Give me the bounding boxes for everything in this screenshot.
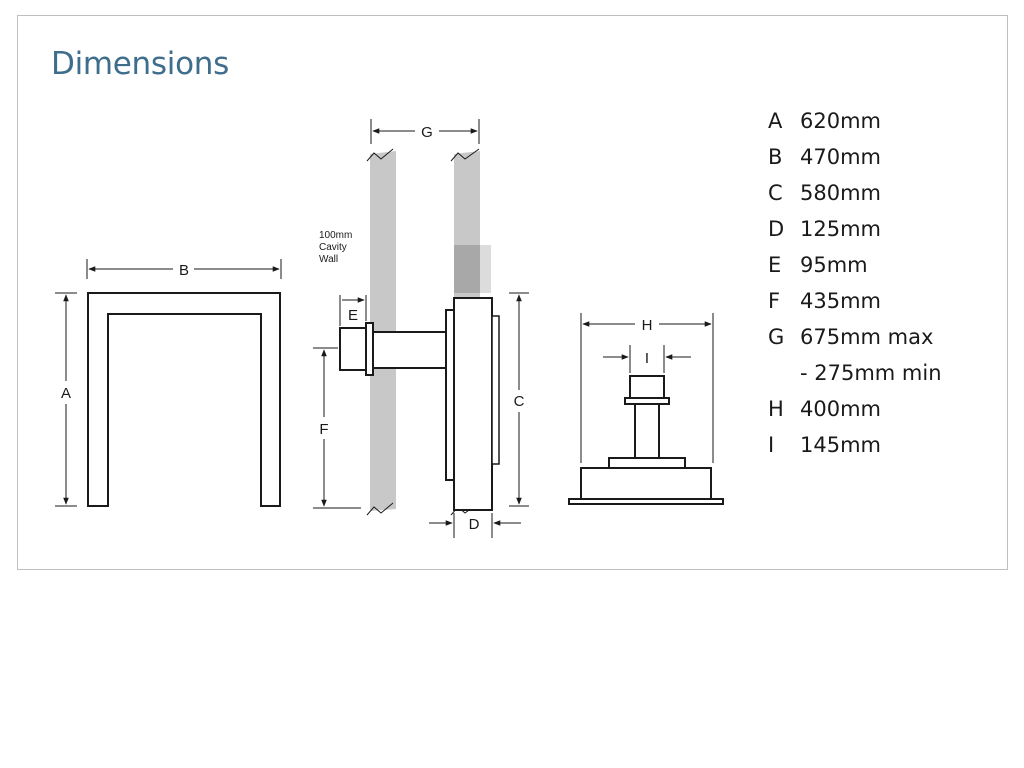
legend-key: E [768, 253, 782, 277]
top-terminal [629, 375, 665, 399]
label-c: C [514, 393, 525, 410]
legend-value: 95mm [800, 253, 868, 277]
dimension-f [313, 347, 361, 509]
legend-item: B 470mm [768, 139, 942, 175]
legend-item: H 400mm [768, 391, 942, 427]
flue-pipe [372, 331, 448, 369]
label-b: B [179, 262, 189, 279]
top-view [568, 375, 724, 505]
terminal-plate [365, 322, 374, 376]
wall-note: 100mm Cavity Wall [319, 230, 355, 265]
wall-shadow [454, 245, 480, 293]
legend-key: A [768, 109, 783, 133]
fire-casing [453, 297, 493, 511]
legend-key: B [768, 145, 783, 169]
legend-value: 400mm [800, 397, 881, 421]
dimensions-card: Dimensions B A [17, 15, 1008, 570]
dimension-e [339, 295, 367, 326]
side-fire-body [339, 297, 500, 511]
legend-key [768, 355, 800, 391]
dimension-a [55, 292, 77, 507]
dimensions-diagram: B A [55, 119, 724, 538]
wall-shadow-light [480, 245, 491, 293]
legend-value: 435mm [800, 289, 881, 313]
dimension-d [429, 513, 521, 538]
legend-value: 620mm [800, 109, 881, 133]
front-frame-outline [87, 292, 281, 507]
legend-item: E 95mm [768, 247, 942, 283]
legend-key: H [768, 397, 784, 421]
dimension-g [370, 119, 480, 144]
wall-note-line-2: Cavity [319, 242, 347, 253]
legend-item: - 275mm min [768, 355, 942, 391]
legend-value: 470mm [800, 145, 881, 169]
dimensions-legend: A 620mm B 470mm C 580mm D 125mm E 95mm F 435mm… [768, 103, 942, 463]
dimension-h [580, 313, 714, 463]
label-a: A [61, 385, 71, 402]
legend-item: A 620mm [768, 103, 942, 139]
legend-value: 675mm max [800, 325, 934, 349]
dimension-c [509, 292, 529, 507]
label-h: H [642, 317, 653, 334]
legend-value: 145mm [800, 433, 881, 457]
label-e: E [348, 307, 358, 324]
flue-terminal [339, 327, 367, 371]
dimension-i [603, 345, 691, 373]
legend-value: - 275mm min [800, 361, 942, 385]
legend-item: I 145mm [768, 427, 942, 463]
legend-key: G [768, 325, 785, 349]
legend-item: C 580mm [768, 175, 942, 211]
legend-key: D [768, 217, 785, 241]
dimension-b [86, 259, 282, 279]
label-g: G [421, 124, 433, 141]
legend-key: I [768, 433, 775, 457]
top-flue-pipe [634, 403, 660, 459]
label-i: I [645, 350, 649, 367]
legend-item: D 125mm [768, 211, 942, 247]
page-title: Dimensions [51, 46, 229, 82]
legend-item: F 435mm [768, 283, 942, 319]
legend-key: C [768, 181, 783, 205]
wall-note-line-3: Wall [319, 254, 338, 265]
top-step [608, 457, 686, 469]
wall-note-line-1: 100mm [319, 230, 352, 241]
fire-front-trim [491, 315, 500, 465]
legend-value: 125mm [800, 217, 881, 241]
back-plate [445, 309, 455, 481]
front-view [87, 292, 281, 507]
legend-item: G 675mm max [768, 319, 942, 355]
label-d: D [469, 516, 480, 533]
label-f: F [319, 421, 328, 438]
legend-value: 580mm [800, 181, 881, 205]
legend-key: F [768, 289, 781, 313]
top-body [580, 467, 712, 500]
